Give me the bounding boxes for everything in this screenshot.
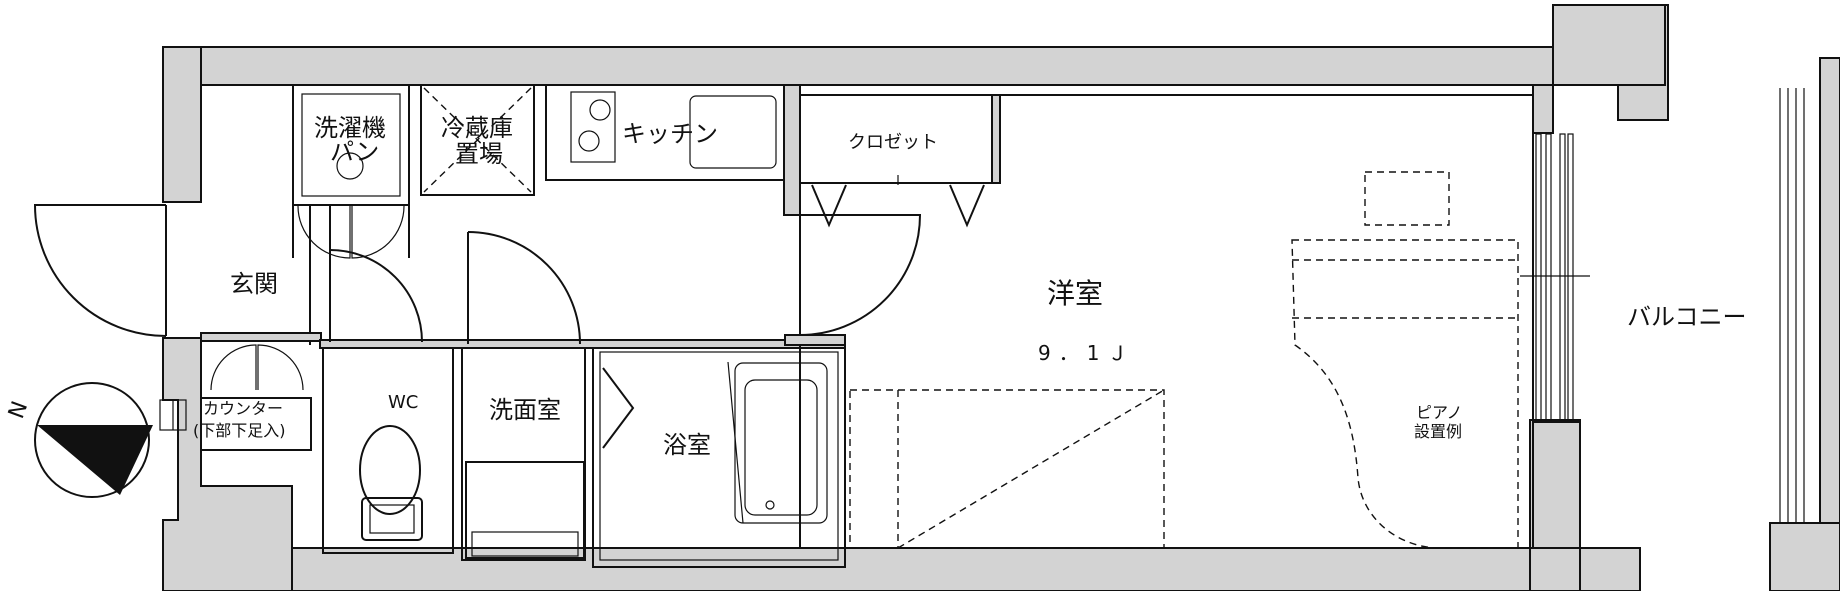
counter-label-1: カウンター [203, 399, 283, 418]
piano-label-2: 設置例 [1414, 422, 1462, 441]
room-labels: 玄関 洗濯機 パン 冷蔵庫 置場 キッチン クロゼット 洋室 9．1Ｊ WC 洗… [193, 114, 1747, 459]
fridge-label-1: 冷蔵庫 [441, 114, 513, 142]
wc-label: WC [388, 392, 418, 413]
fridge-label-2: 置場 [455, 140, 503, 168]
washer-label-2: パン [330, 138, 379, 166]
kitchen-label: キッチン [622, 120, 718, 148]
western-room-label: 洋室 [1047, 277, 1103, 310]
washer-label-1: 洗濯機 [314, 114, 386, 142]
western-room-size: 9．1Ｊ [1038, 341, 1135, 365]
washroom-label: 洗面室 [489, 396, 561, 424]
counter-label-2: (下部下足入) [193, 421, 286, 440]
balcony-label: バルコニー [1627, 303, 1747, 331]
entrance-label: 玄関 [230, 270, 278, 298]
partitions [159, 84, 1534, 568]
furniture [359, 171, 1519, 559]
closet-label: クロゼット [848, 132, 938, 153]
piano-label-1: ピアノ [1416, 403, 1463, 422]
door-swings [33, 88, 1805, 523]
walls [162, 4, 1840, 591]
compass-arrow-icon [37, 425, 153, 495]
compass: N [4, 382, 153, 498]
compass-label: N [4, 398, 33, 422]
bathroom-label: 浴室 [663, 431, 711, 459]
